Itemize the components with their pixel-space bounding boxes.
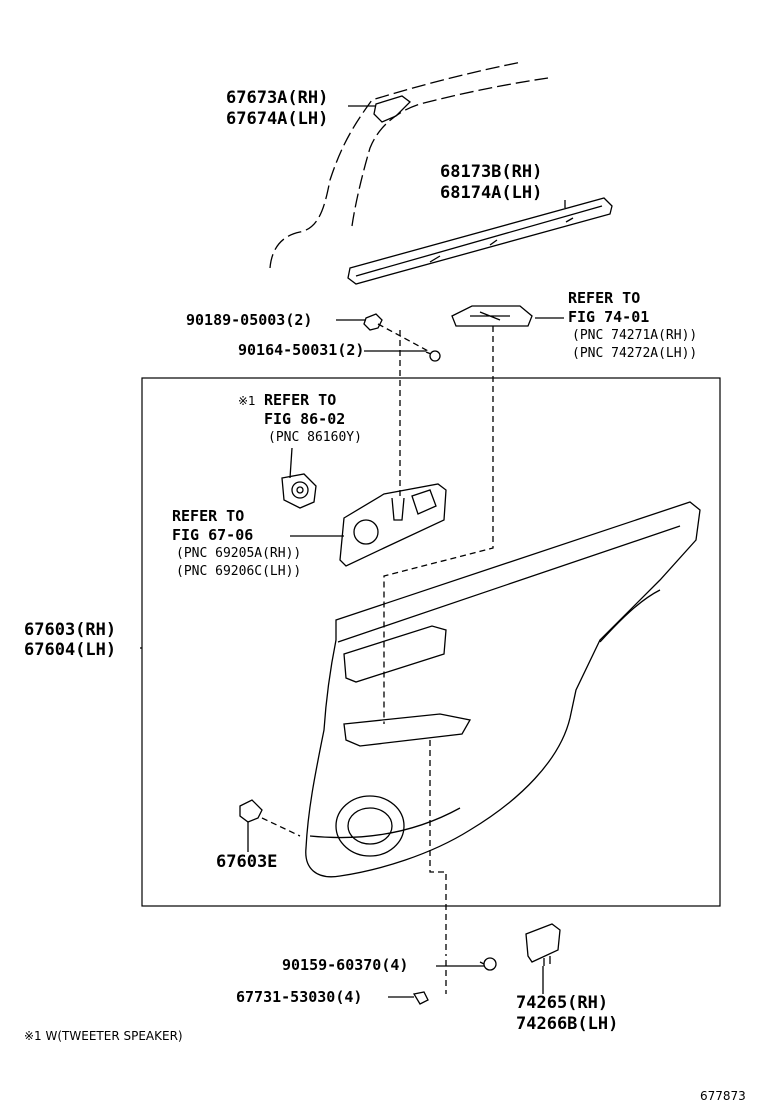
refer-74-line3: (PNC 74271A(RH)) (572, 328, 698, 343)
label-74265: 74265(RH) (516, 993, 609, 1013)
door-trim-panel (305, 501, 701, 878)
refer-67-line2: FIG 67-06 (172, 526, 254, 544)
clip-90189 (363, 313, 383, 331)
label-90159: 90159-60370(4) (282, 956, 409, 974)
refer-86-line1: REFER TO (264, 391, 337, 409)
dashed-link (383, 326, 494, 724)
label-67604: 67604(LH) (24, 640, 117, 660)
dashed-link (377, 323, 431, 353)
label-74266b: 74266B(LH) (516, 1014, 619, 1034)
speaker-grille (335, 795, 405, 857)
switch-74271a (451, 305, 533, 327)
refer-74-line4: (PNC 74272A(LH)) (572, 346, 698, 361)
label-67603e: 67603E (216, 852, 278, 872)
label-67674a: 67674A(LH) (226, 109, 329, 129)
figure-id: 677873 (700, 1089, 746, 1103)
clip-67603e (239, 799, 263, 823)
dashed-link (429, 740, 447, 956)
handle-bezel (339, 483, 447, 567)
assembly-box (141, 377, 721, 907)
weatherstrip-68173b (347, 197, 613, 285)
label-67603: 67603(RH) (24, 620, 117, 640)
refer-74-line2: FIG 74-01 (568, 308, 650, 326)
door-frame-outline (269, 61, 523, 269)
label-67731: 67731-53030(4) (236, 988, 363, 1006)
dashed-link (261, 817, 301, 837)
label-67673a: 67673A(RH) (226, 88, 329, 108)
tweeter-speaker (281, 473, 317, 509)
refer-86-line2: FIG 86-02 (264, 410, 346, 428)
refer-67-line4: (PNC 69206C(LH)) (176, 564, 302, 579)
reflector-74265 (525, 923, 561, 963)
refer-74-line1: REFER TO (568, 289, 641, 307)
label-68173b: 68173B(RH) (440, 162, 543, 182)
clip-67731 (412, 991, 429, 1005)
screw-90159 (483, 957, 497, 971)
refer-67-line1: REFER TO (172, 507, 245, 525)
label-90189: 90189-05003(2) (186, 311, 313, 329)
label-90164: 90164-50031(2) (238, 341, 365, 359)
refer-67-line3: (PNC 69205A(RH)) (176, 546, 302, 561)
label-68174a: 68174A(LH) (440, 183, 543, 203)
garnish-67673a (373, 95, 411, 123)
door-frame-inner (351, 77, 549, 227)
refer-86-line3: (PNC 86160Y) (268, 430, 362, 445)
footnote: ※1 W(TWEETER SPEAKER) (24, 1029, 183, 1043)
screw-90164 (429, 350, 441, 362)
refer-86-mark: ※1 (238, 394, 256, 408)
